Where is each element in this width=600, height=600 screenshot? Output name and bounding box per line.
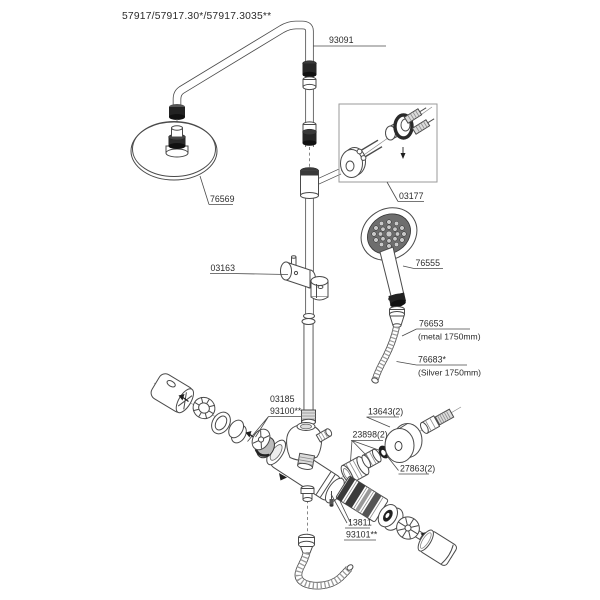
spline-adapter bbox=[192, 396, 216, 420]
boss-nipple bbox=[297, 452, 316, 470]
thermostat-valve-body bbox=[266, 422, 345, 507]
bracket-screws bbox=[356, 139, 383, 161]
label-union-nut: 23898(2) bbox=[353, 430, 388, 440]
slider-holder bbox=[280, 255, 329, 301]
union-sleeve bbox=[361, 448, 382, 469]
eccentric-union bbox=[419, 408, 455, 434]
cartridge-flange bbox=[377, 504, 404, 531]
label-handle-kit: 03185 bbox=[270, 394, 295, 404]
label-check-valve: 27863(2) bbox=[400, 464, 435, 474]
label-wall-bracket: 03177 bbox=[399, 191, 424, 201]
label-hose-silver: 76683* bbox=[418, 355, 446, 365]
boss-side-knob bbox=[315, 428, 333, 443]
assembly-arrow-body bbox=[279, 473, 287, 481]
label-hand-shower: 76555 bbox=[416, 258, 441, 268]
leader-lines bbox=[199, 45, 470, 541]
label-thermo: 13811 bbox=[348, 518, 372, 528]
model-title: 57917/57917.30*/57917.3035** bbox=[122, 11, 271, 22]
regulator-star bbox=[396, 516, 425, 541]
thermo-cartridge bbox=[335, 476, 391, 522]
label-hose-metal: 76653 bbox=[419, 319, 444, 329]
label-slider-holder: 03163 bbox=[211, 263, 236, 273]
head-connector bbox=[165, 125, 189, 158]
outlet-and-hose bbox=[294, 485, 354, 590]
assembly-arrow-1 bbox=[178, 394, 189, 402]
wall-bracket-box bbox=[338, 103, 438, 183]
shower-hose bbox=[371, 326, 400, 384]
shower-arm-and-riser bbox=[172, 20, 316, 411]
part-labels: 57917/57917.30*/57917.3035** 93091 76569… bbox=[122, 11, 481, 540]
handle-cartridge bbox=[251, 428, 275, 459]
spray-nozzles bbox=[371, 219, 407, 249]
wall-tee bbox=[300, 167, 342, 199]
label-handle-kit-2: 93100** bbox=[270, 406, 302, 416]
dome-ring bbox=[228, 419, 247, 444]
oval-ring bbox=[211, 411, 231, 435]
hose-cone-nut bbox=[389, 306, 405, 328]
rain-shower-head bbox=[130, 104, 218, 181]
label-hose-metal-note: (metal 1750mm) bbox=[418, 332, 481, 342]
label-hose-silver-note: (Silver 1750mm) bbox=[418, 368, 481, 378]
wall-anchors bbox=[403, 107, 435, 135]
handset-hook bbox=[310, 276, 329, 301]
hand-shower bbox=[360, 207, 418, 384]
assembly-arrow-bracket bbox=[400, 147, 406, 159]
label-arm-pipe: 93091 bbox=[329, 35, 354, 45]
riser-connector-rings bbox=[301, 60, 317, 426]
label-escutcheon: 13643(2) bbox=[368, 407, 403, 417]
handle-knob bbox=[150, 373, 195, 414]
label-thermo-2: 93101** bbox=[346, 530, 378, 540]
wall-flange bbox=[340, 147, 366, 178]
temperature-knob bbox=[417, 529, 457, 566]
escutcheon-disc bbox=[384, 423, 423, 463]
handle-cap bbox=[388, 292, 406, 308]
label-rain-head: 76569 bbox=[210, 194, 235, 204]
